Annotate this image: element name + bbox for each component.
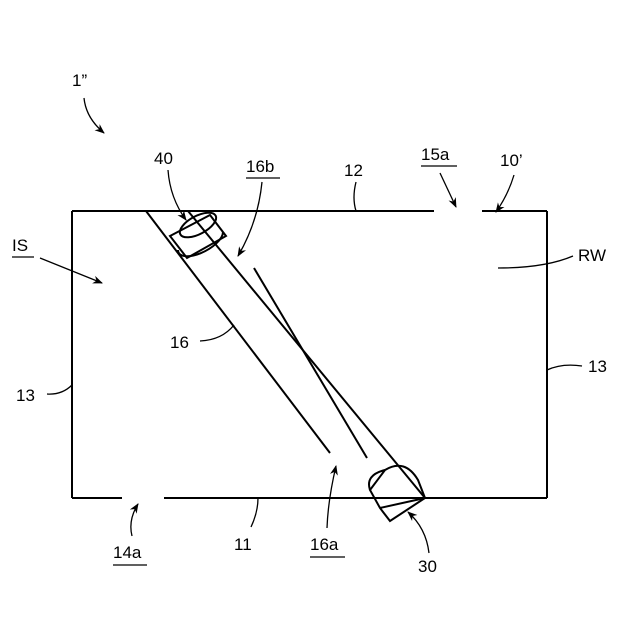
- label-inner-space: IS: [12, 236, 28, 255]
- label-opening-lower: 14a: [113, 543, 142, 562]
- label-upper-cap: 40: [154, 149, 173, 168]
- label-upper-wall: 12: [344, 161, 363, 180]
- vessel-outline: [72, 211, 547, 498]
- arrow-tube-end-upper: [238, 182, 262, 256]
- arrow-upper-cap: [168, 170, 186, 220]
- label-reaction-wall: RW: [578, 246, 606, 265]
- leader-tube: [200, 325, 234, 341]
- arrow-reaction-vessel: [496, 175, 514, 212]
- leader-side-wall-left: [47, 385, 72, 394]
- tube-outer-left-line: [146, 211, 330, 453]
- label-side-wall-right: 13: [588, 357, 607, 376]
- lower-cap: [369, 466, 425, 521]
- arrow-opening-upper: [440, 173, 456, 207]
- label-opening-upper: 15a: [421, 145, 450, 164]
- arrow-lower-cap: [408, 512, 429, 553]
- leader-side-wall-right: [547, 365, 582, 370]
- label-tube: 16: [170, 333, 189, 352]
- upper-cap: [170, 208, 226, 258]
- leader-upper-wall: [354, 182, 356, 211]
- tube-inner-line: [254, 268, 367, 458]
- leader-reaction-wall: [498, 256, 573, 268]
- label-tube-end-upper: 16b: [246, 157, 274, 176]
- tube: [146, 211, 425, 498]
- label-device: 1”: [72, 71, 87, 90]
- label-lower-wall: 11: [234, 535, 252, 554]
- leader-lower-wall: [251, 498, 258, 527]
- label-side-wall-left: 13: [16, 386, 35, 405]
- label-lower-cap: 30: [418, 557, 437, 576]
- label-tube-end-lower: 16a: [310, 535, 339, 554]
- arrow-opening-lower: [131, 504, 138, 536]
- arrow-device: [84, 98, 104, 133]
- label-reaction-vessel: 10’: [500, 151, 523, 170]
